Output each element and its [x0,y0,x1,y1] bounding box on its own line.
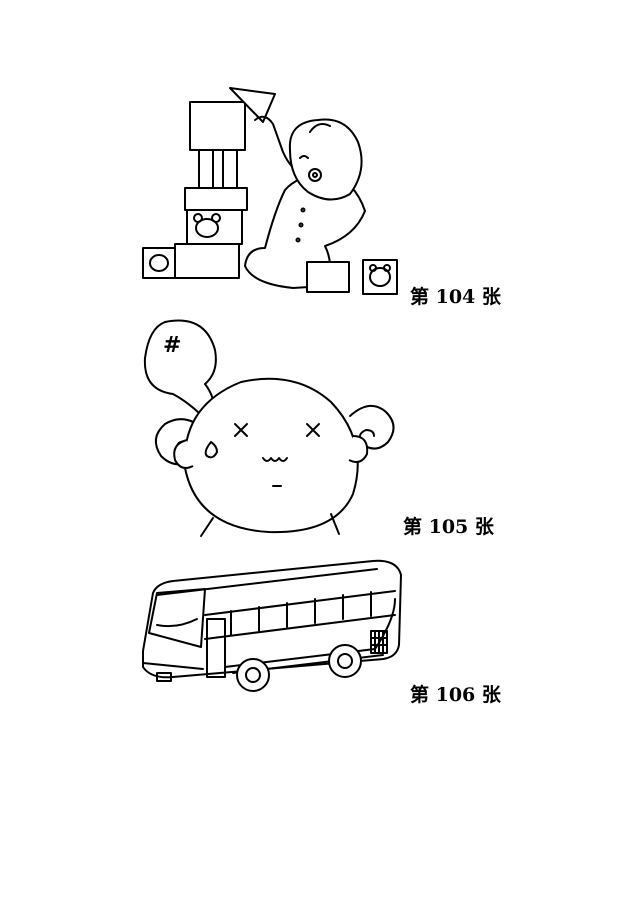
coach-bus-illustration [135,555,407,700]
thought-bubble-symbol: # [163,333,181,358]
figure-106-caption: 第 106 张 [410,684,501,706]
figure-104 [135,80,405,300]
figure-106 [135,555,407,700]
figure-105-caption: 第 105 张 [403,516,494,538]
figure-104-caption: 第 104 张 [410,286,501,308]
upset-face-illustration: # [135,318,405,538]
child-building-blocks-illustration [135,80,405,300]
figure-105: # [135,318,405,538]
